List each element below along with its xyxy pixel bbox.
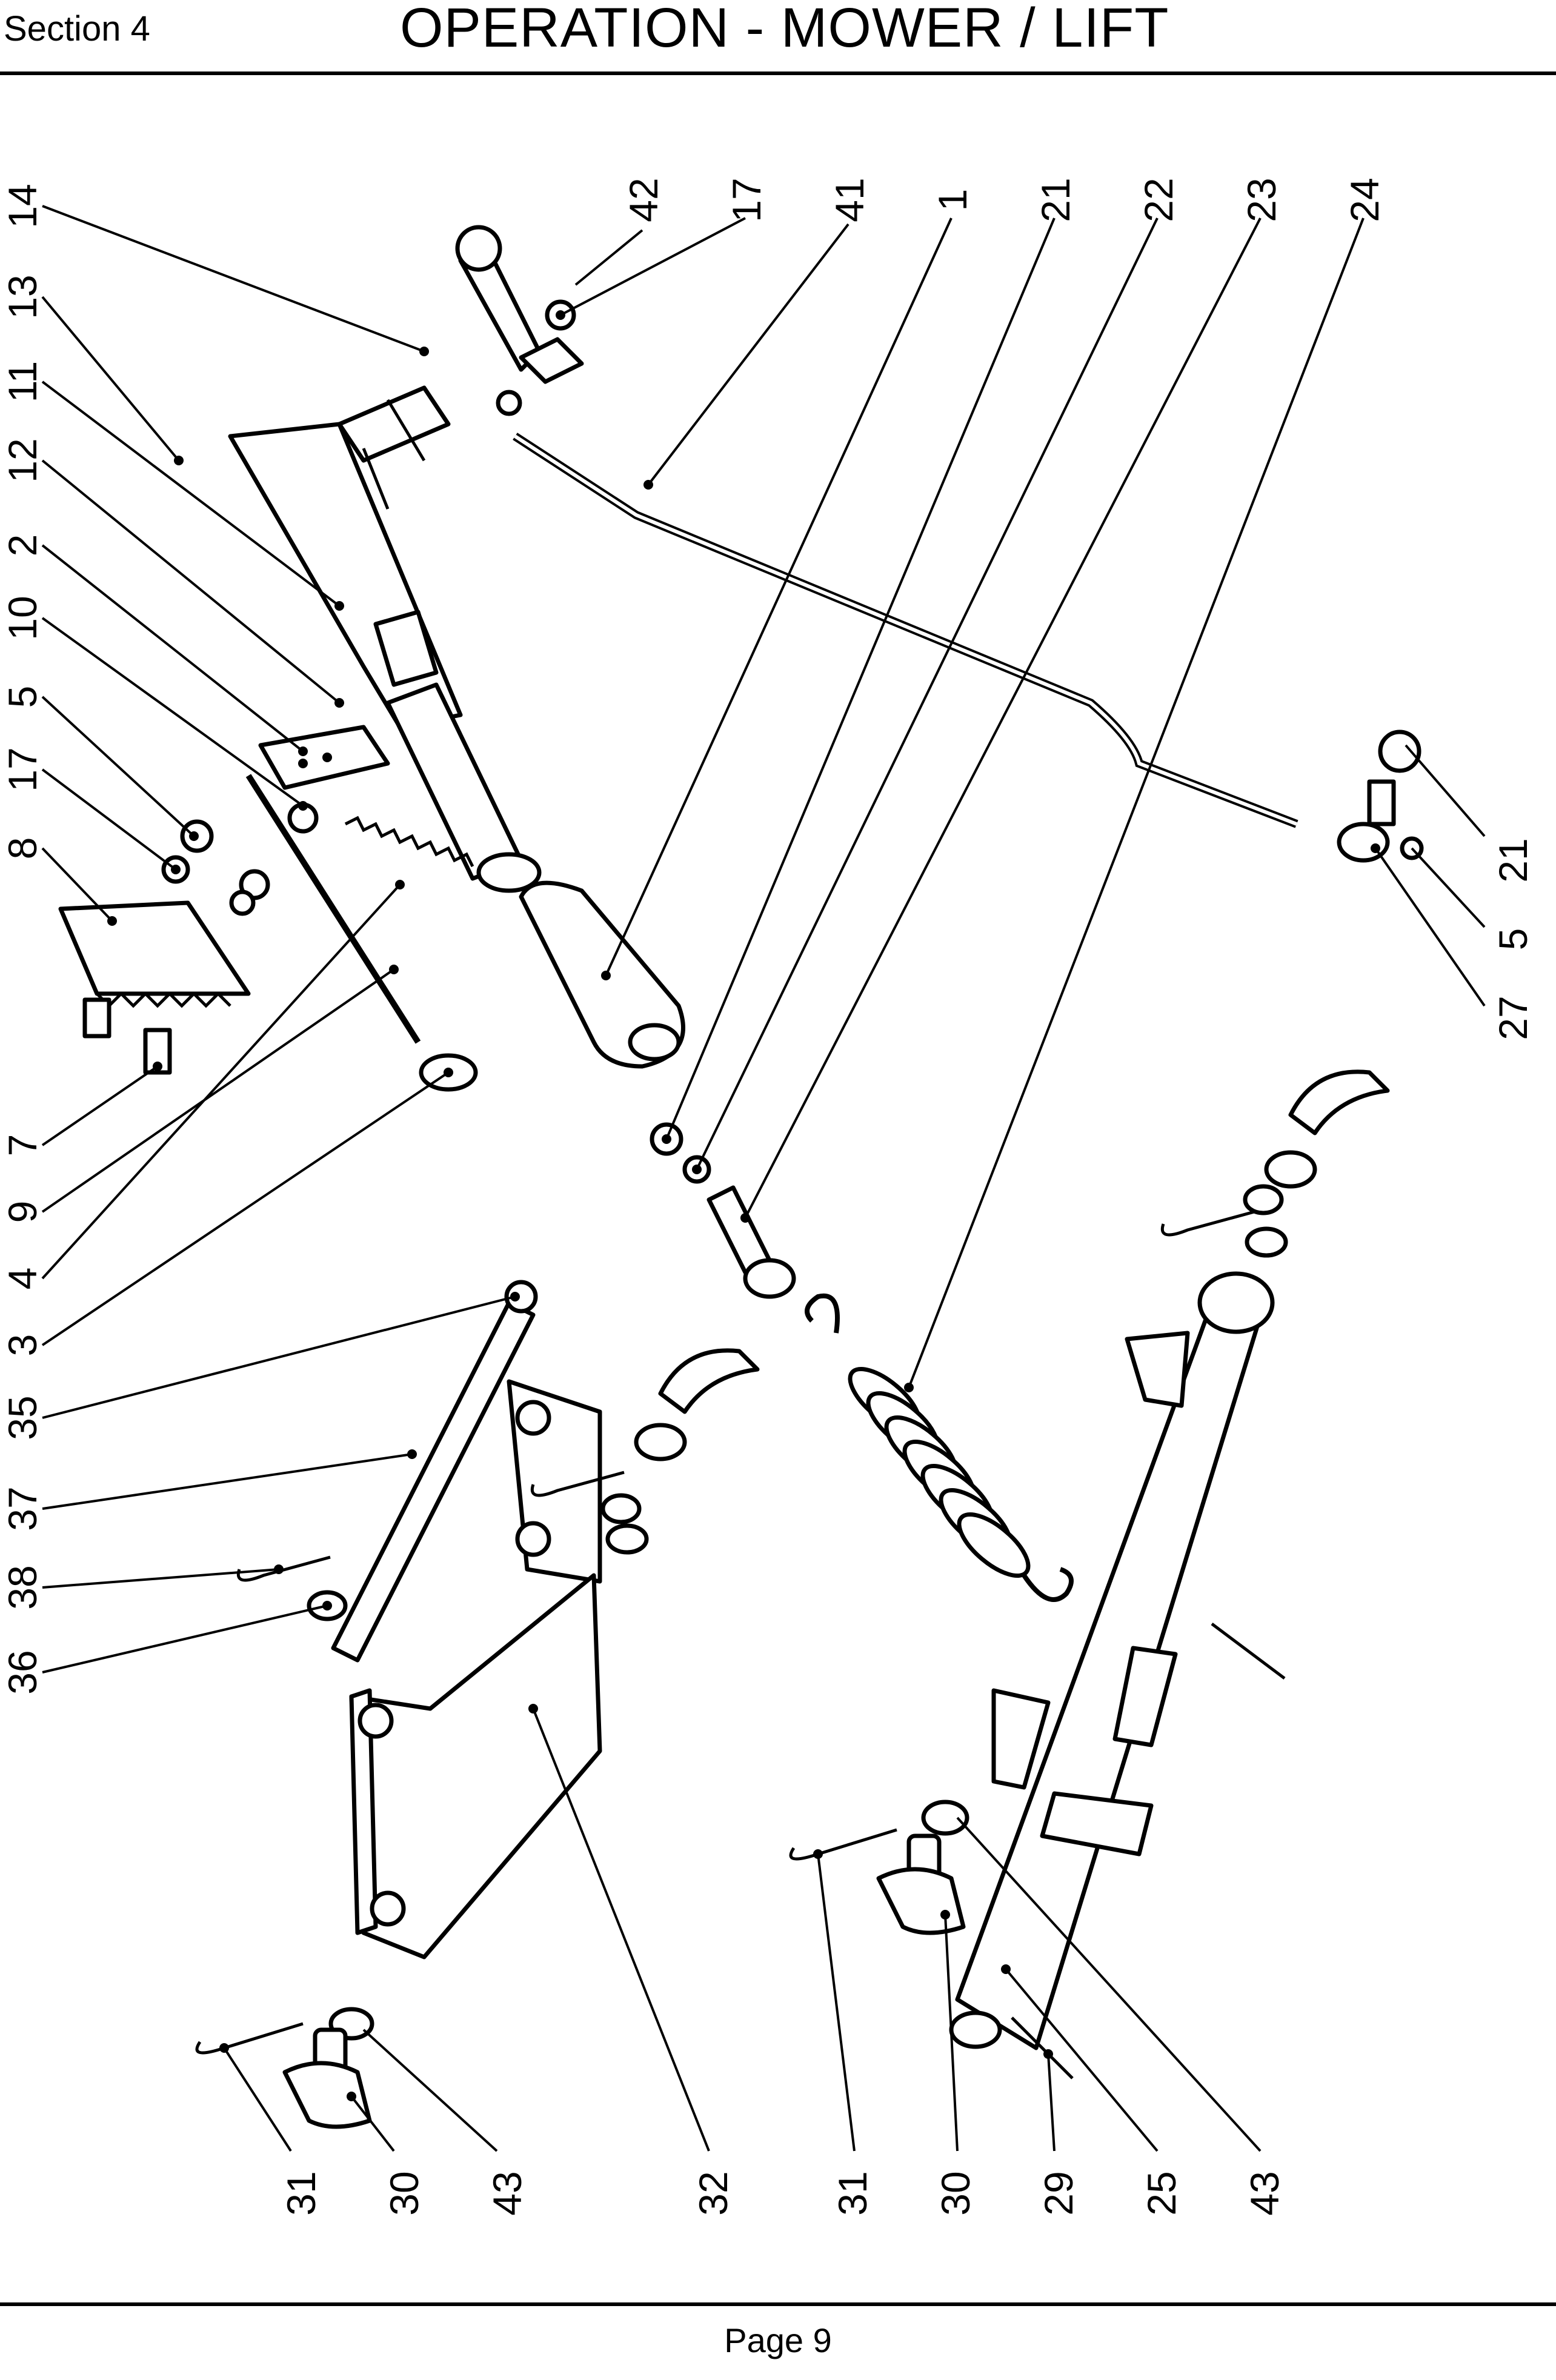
leader-lines xyxy=(41,205,1486,2152)
callout: 11 xyxy=(0,361,45,403)
callouts-right: 21 5 27 xyxy=(1491,838,1535,1040)
clevis-pins-part xyxy=(600,1069,1390,1524)
callout: 24 xyxy=(1342,178,1387,222)
callout: 17 xyxy=(0,747,45,791)
callout: 17 xyxy=(724,178,769,222)
lift-arm-part xyxy=(949,1271,1275,2050)
footer-rule xyxy=(0,2302,1556,2306)
callout: 30 xyxy=(933,2171,978,2215)
callouts-bottom: 31 30 43 32 31 30 29 25 43 xyxy=(279,2171,1287,2215)
callout: 43 xyxy=(485,2171,530,2215)
callout: 5 xyxy=(1491,928,1535,951)
callout: 43 xyxy=(1242,2171,1287,2215)
lift-spring-part xyxy=(805,1293,1074,1602)
callout: 41 xyxy=(827,178,872,222)
link-rod-part xyxy=(245,774,421,1044)
callout: 31 xyxy=(830,2171,875,2215)
section-label: Section 4 xyxy=(4,9,150,48)
callouts-left: 14 13 11 12 2 10 5 17 8 7 9 4 3 35 37 38… xyxy=(0,184,45,1694)
callout: 37 xyxy=(0,1486,45,1531)
callout: 3 xyxy=(0,1334,45,1357)
lever-pins-part xyxy=(282,1833,966,2129)
callout: 1 xyxy=(930,189,975,211)
callout: 12 xyxy=(0,438,45,482)
callout: 25 xyxy=(1139,2171,1184,2215)
page-header: Section 4 OPERATION - MOWER / LIFT xyxy=(0,0,1556,79)
callout: 10 xyxy=(0,596,45,640)
mount-bracket-part xyxy=(349,1379,602,1960)
callout: 21 xyxy=(1491,838,1535,882)
page-title: OPERATION - MOWER / LIFT xyxy=(400,0,1169,59)
callout: 32 xyxy=(691,2171,736,2215)
callout: 27 xyxy=(1491,996,1535,1040)
notched-plate-part xyxy=(58,900,251,1008)
callout: 29 xyxy=(1036,2171,1081,2215)
lift-lever-part xyxy=(228,225,584,893)
callout: 8 xyxy=(0,837,45,860)
detent-plate-part xyxy=(258,725,390,790)
washers-part xyxy=(307,1226,1288,2041)
callout: 36 xyxy=(0,1650,45,1694)
callout: 21 xyxy=(1033,178,1078,222)
exploded-parts-diagram: 14 13 11 12 2 10 5 17 8 7 9 4 3 35 37 38… xyxy=(0,178,1535,2215)
callout: 22 xyxy=(1136,178,1181,222)
eyebolt-part xyxy=(707,1185,796,1299)
clevis-bolt-part xyxy=(1337,779,1424,863)
lift-rod-part xyxy=(496,390,1298,828)
callout: 38 xyxy=(0,1565,45,1609)
callouts-top: 42 17 41 1 21 22 23 24 xyxy=(621,178,1387,222)
callout: 2 xyxy=(0,534,45,557)
callout: 23 xyxy=(1239,178,1284,222)
callout: 9 xyxy=(0,1201,45,1223)
callout: 30 xyxy=(382,2171,427,2215)
callout: 35 xyxy=(0,1395,45,1440)
callout: 14 xyxy=(0,184,45,228)
callout: 13 xyxy=(0,274,45,319)
page-number: Page 9 xyxy=(724,2321,832,2359)
callout: 31 xyxy=(279,2171,324,2215)
callout: 4 xyxy=(0,1268,45,1290)
callout: 7 xyxy=(0,1134,45,1157)
small-spring-part xyxy=(344,816,474,868)
header-rule xyxy=(0,71,1556,75)
callout: 5 xyxy=(0,686,45,708)
callout: 42 xyxy=(621,178,666,222)
pivot-rod-part xyxy=(331,1280,538,1663)
